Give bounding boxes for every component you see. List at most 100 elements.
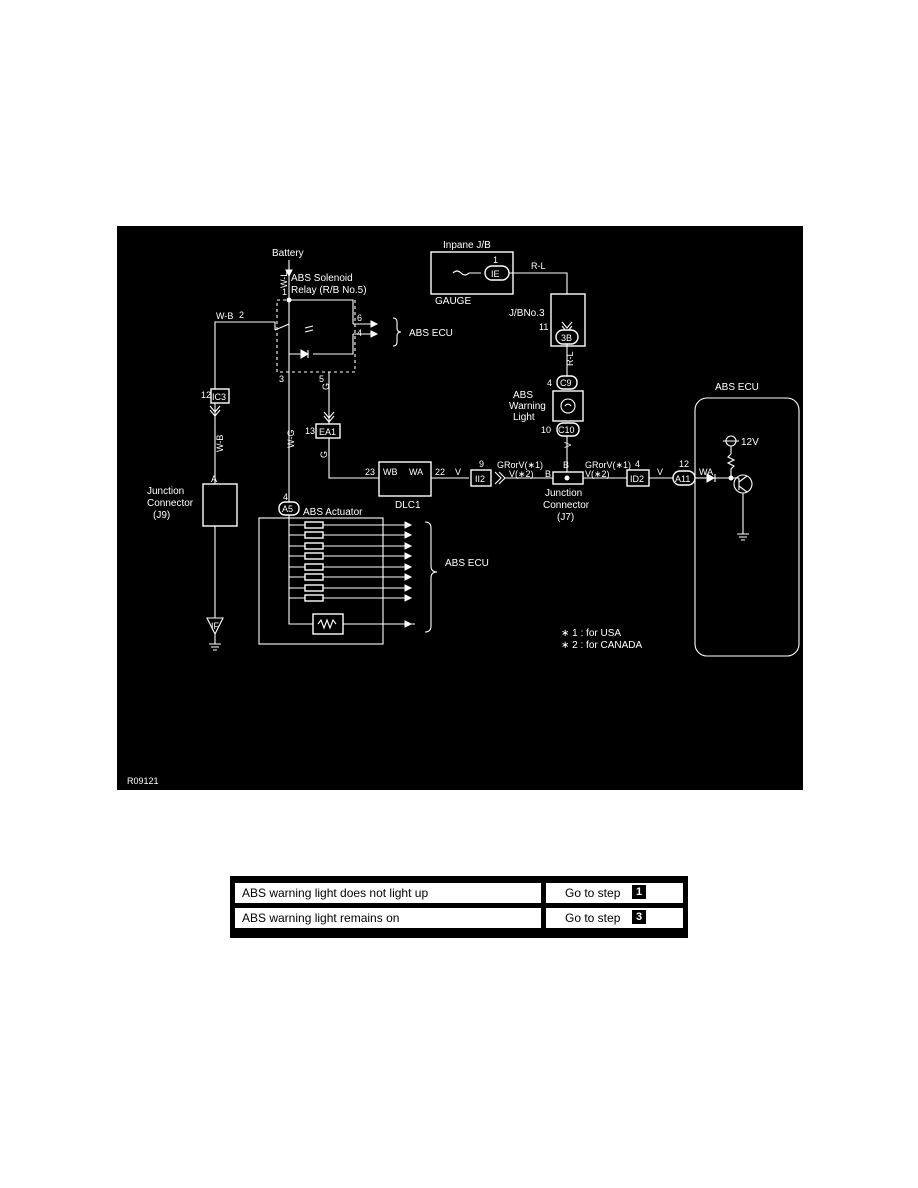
wire-b-top: B [563, 460, 569, 470]
splice-ii2 [494, 471, 506, 485]
conn-c10-label: C10 [558, 425, 575, 435]
figure-id: R09121 [127, 776, 159, 786]
wiring-diagram: Battery W-L ABS Solenoid Relay (R/B No.5… [117, 226, 803, 790]
conn-ii2 [470, 469, 492, 487]
wire-wb2-label: W-B [215, 435, 225, 452]
wire-v1-label: V [563, 442, 573, 448]
wl-label-3: Light [513, 412, 535, 423]
relay-box [276, 299, 356, 373]
wire-gr1: GRorV(∗1) [497, 460, 543, 470]
pullup-resistor [723, 440, 739, 478]
conn-a11-label: A11 [675, 474, 690, 484]
pin-a11-12: 12 [679, 459, 689, 469]
actuator-box [258, 517, 384, 645]
wire-wl: W-L [279, 272, 289, 288]
note-usa: ∗ 1 : for USA [561, 628, 621, 639]
column-divider [541, 883, 546, 903]
relay-location: Relay (R/B No.5) [291, 285, 367, 296]
gauge-wire [452, 270, 481, 276]
pin-3b-11: 11 [539, 322, 548, 332]
conn-a5-label: A5 [282, 504, 293, 514]
note-canada: ∗ 2 : for CANADA [561, 640, 643, 651]
pin-dlc-23: 23 [365, 467, 375, 477]
ecu-diode [706, 473, 716, 483]
jc-left-3: (J9) [153, 510, 170, 521]
go-to-step-text: Go to step [565, 911, 621, 925]
conn-c9-label: C9 [560, 378, 572, 388]
wire-gr2: GRorV(∗1) [585, 460, 631, 470]
abs-ecu-top-label: ABS ECU [409, 328, 453, 339]
wire-v2-label: V [455, 467, 461, 477]
pin-5: 5 [319, 374, 324, 384]
pin-ic3-12: 12 [201, 390, 211, 400]
arrow-battery [285, 269, 293, 278]
conn-if-label: IF [211, 621, 220, 631]
warning-lamp-icon [560, 398, 576, 414]
motor-resistor [317, 618, 337, 630]
pin-1: 1 [282, 287, 287, 297]
dlc-wb: WB [383, 467, 398, 477]
arrow-6 [370, 320, 379, 328]
conn-ic3 [210, 388, 230, 404]
pin-c10-10: 10 [541, 425, 551, 435]
go-to-step-text: Go to step [565, 886, 621, 900]
jc-mid-2: Connector [543, 500, 590, 511]
ecu-transistor [733, 474, 753, 494]
jc-mid-1: Junction [545, 488, 582, 499]
symptom-desc: ABS warning light does not light up [242, 886, 429, 900]
abs-ecu-right-box [694, 397, 800, 657]
wl-label-2: Warning [509, 401, 546, 412]
pin-3: 3 [279, 374, 284, 384]
wl-label-1: ABS [513, 390, 533, 401]
battery-label: Battery [272, 248, 304, 259]
splice-wb [209, 405, 221, 417]
conn-c9 [556, 375, 578, 390]
symptom-desc: ABS warning light remains on [242, 911, 400, 925]
wire-g2-label: G [319, 451, 329, 458]
pin-id2-4: 4 [635, 459, 640, 469]
table-row: ABS warning light does not light up Go t… [235, 883, 683, 903]
jc-mid-3: (J7) [557, 512, 574, 523]
pin-2: 2 [239, 310, 244, 320]
relay-name: ABS Solenoid [291, 273, 353, 284]
conn-ii2-label: II2 [475, 474, 485, 484]
ecu-node [728, 475, 734, 481]
conn-3b-label: 3B [561, 333, 572, 343]
relay-coil [304, 325, 314, 333]
wire-wb-label: W-B [216, 311, 233, 321]
pin-dlc-22: 22 [435, 467, 445, 477]
symptom-table: ABS warning light does not light up Go t… [230, 876, 688, 938]
wire-b-left: B [545, 469, 551, 479]
step-number-badge[interactable]: 1 [632, 885, 646, 899]
pin-c9-4: 4 [547, 378, 552, 388]
splice-g [323, 411, 335, 423]
lamp-filament [564, 403, 572, 407]
jb3-label: J/BNo.3 [509, 308, 545, 319]
junction-j9 [202, 483, 238, 527]
wire-wa-ecu: WA [699, 467, 713, 477]
pin-ie-1: 1 [493, 255, 498, 265]
conn-id2-label: ID2 [630, 474, 644, 484]
ecu-transistor-ground [737, 475, 749, 541]
ecu-bracket-top [392, 317, 402, 347]
column-divider [541, 908, 546, 928]
ecu-bracket-mid [424, 521, 438, 633]
wire-gr2b: V(∗2) [585, 469, 610, 479]
ground-symbol [209, 634, 221, 651]
inpane-label: Inpane J/B [443, 240, 491, 251]
pin-j9-a: A [211, 474, 217, 484]
j7-node [564, 475, 570, 481]
ground-if [206, 617, 224, 636]
pin-ii2-9: 9 [479, 459, 484, 469]
jc-left-2: Connector [147, 498, 194, 509]
jc-left-1: Junction [147, 486, 184, 497]
pin-ea1-13: 13 [305, 426, 315, 436]
step-number-badge[interactable]: 3 [632, 910, 646, 924]
abs-ecu-mid-label: ABS ECU [445, 558, 489, 569]
wire-v3-label: V [657, 467, 663, 477]
conn-c10 [556, 422, 580, 437]
v12-label: 12V [741, 437, 759, 448]
pin-4: 4 [357, 328, 362, 338]
actuator-bus [288, 515, 415, 625]
arrow-4 [370, 330, 379, 338]
